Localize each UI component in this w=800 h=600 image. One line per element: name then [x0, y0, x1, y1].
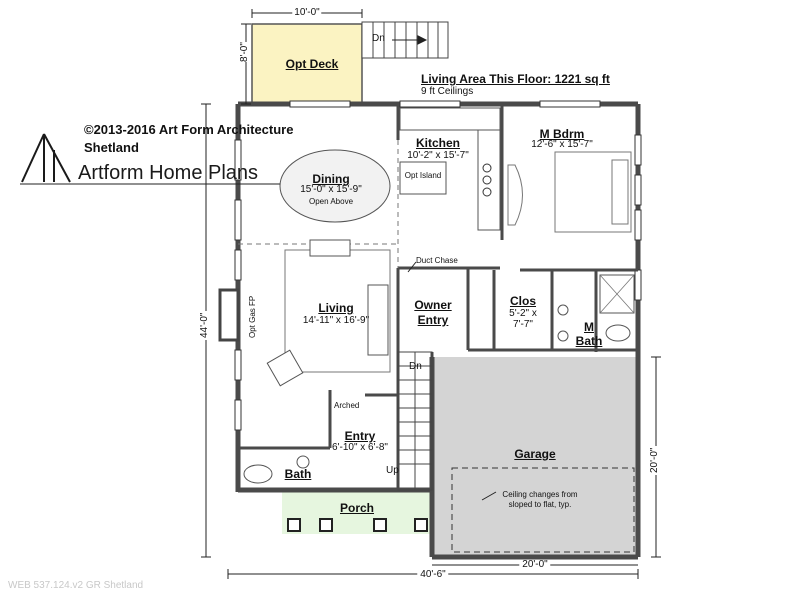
- sink-icon: [296, 455, 310, 469]
- kitchen-counter: [399, 107, 501, 131]
- deck-stair-down-label: Dn: [372, 33, 385, 44]
- overall-depth-dimension: 44'-0": [199, 310, 210, 340]
- sink-icon: [557, 304, 569, 316]
- deck-stair-arrow-icon: [392, 35, 428, 45]
- stair-up-label: Up: [386, 465, 399, 476]
- living-label: Living: [318, 301, 354, 315]
- deck-width-dimension: 10'-0": [292, 7, 322, 18]
- couch-icon: [367, 284, 389, 356]
- stove-icon: [482, 163, 492, 197]
- dining-label: Dining: [312, 172, 350, 186]
- arched-label: Arched: [334, 401, 360, 410]
- pillow-icon: [611, 159, 629, 225]
- garage-width-dimension: 20'-0": [519, 560, 551, 570]
- kitchen-label: Kitchen: [415, 136, 461, 150]
- interior-stairs: [397, 351, 433, 491]
- garage-area: [432, 357, 638, 557]
- fireplace-bump: [218, 288, 240, 342]
- sofa-icon: [309, 239, 351, 257]
- chair-icon: [266, 349, 304, 387]
- owner-entry-label-line2: Entry: [417, 313, 449, 327]
- fireplace-label: Opt Gas FP: [248, 295, 257, 338]
- dining-table: [279, 149, 391, 223]
- living-size: 14'-11" x 16'-9": [302, 315, 370, 326]
- windows: [234, 100, 642, 431]
- porch-label: Porch: [339, 501, 375, 515]
- interior-walls: [238, 104, 638, 490]
- brand-logo-icon: [21, 133, 71, 183]
- master-bedroom-label: M Bdrm: [539, 127, 585, 141]
- duct-chase-label: Duct Chase: [416, 256, 458, 265]
- kitchen-island-label: Opt Island: [404, 171, 442, 180]
- watermark: WEB 537.124.v2 GR Shetland: [8, 580, 144, 591]
- closet-label: Clos: [509, 294, 537, 308]
- dresser-icon: [507, 164, 523, 226]
- deck-area: [251, 23, 363, 105]
- toilet-icon: [605, 324, 631, 342]
- garage-note-line2: sloped to flat, typ.: [508, 500, 572, 509]
- brand-name: Artform Home Plans: [78, 162, 259, 184]
- kitchen-counter-side: [477, 129, 501, 231]
- master-bath-label-line2: Bath: [575, 334, 603, 348]
- garage-ceiling-outline: [451, 467, 635, 553]
- toilet-icon: [243, 464, 273, 484]
- dining-size: 15'-0" x 15'-9": [300, 184, 362, 195]
- entry-size: 6'-10" x 6'-8": [332, 442, 388, 453]
- duct-chase-leader: [407, 261, 417, 273]
- interior-stair-down-label: Dn: [409, 361, 422, 372]
- deck-label: Opt Deck: [285, 57, 339, 71]
- master-bedroom-size: 12'-6" x 15'-7": [531, 139, 593, 150]
- kitchen-island: [399, 161, 447, 195]
- overall-width-dimension: 40'-6": [417, 570, 449, 580]
- porch-columns: [287, 518, 428, 532]
- garage-depth-dimension: 20'-0": [649, 445, 660, 475]
- note-leader-line: [481, 491, 497, 501]
- sink-icon: [557, 330, 569, 342]
- area-title: Living Area This Floor: 1221 sq ft: [421, 72, 610, 86]
- bath-label: Bath: [284, 467, 312, 481]
- entry-label: Entry: [344, 429, 376, 443]
- plan-name: Shetland: [84, 140, 139, 155]
- garage-label: Garage: [514, 447, 556, 461]
- copyright-text: ©2013-2016 Art Form Architecture: [84, 122, 294, 137]
- kitchen-size: 10'-2" x 15'-7": [407, 150, 469, 161]
- porch-area: [282, 492, 432, 534]
- closet-size-line2: 7'-7": [513, 319, 533, 330]
- deck-depth-dimension: 8'-0": [239, 42, 250, 62]
- closet-size-line1: 5'-2" x: [509, 308, 537, 319]
- dining-note: Open Above: [308, 197, 354, 206]
- master-bath-label-line1: M: [584, 320, 594, 334]
- garage-note-line1: Ceiling changes from: [502, 490, 578, 499]
- open-area-lines: [238, 140, 399, 268]
- owner-entry-label-line1: Owner: [414, 298, 452, 312]
- ceilings-note: 9 ft Ceilings: [421, 86, 474, 97]
